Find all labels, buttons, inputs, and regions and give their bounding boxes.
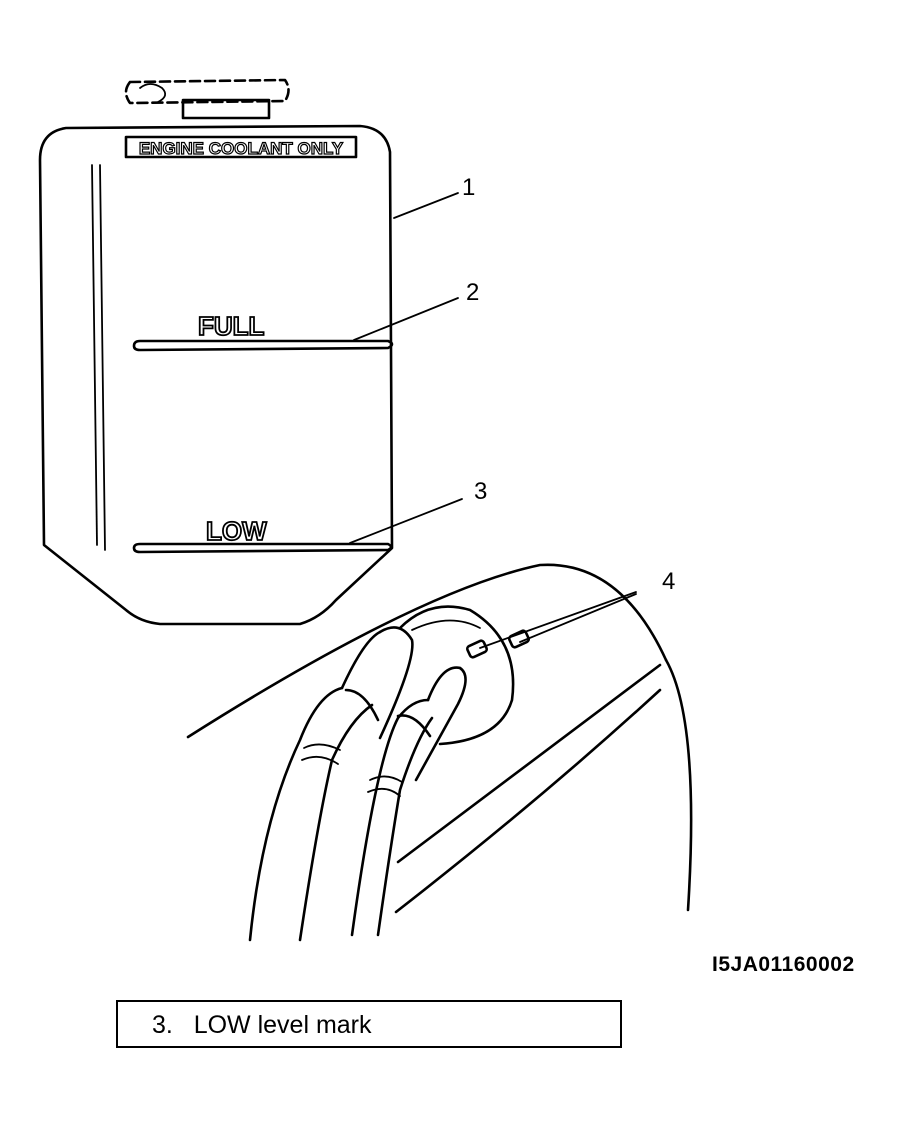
tank-label: ENGINE COOLANT ONLY bbox=[139, 139, 344, 158]
svg-text:1: 1 bbox=[462, 174, 475, 201]
coolant-tank-body bbox=[38, 124, 394, 626]
legend-box: 3. LOW level mark bbox=[116, 1000, 622, 1048]
legend-item: 3. LOW level mark bbox=[152, 1011, 372, 1040]
low-label: LOW bbox=[206, 516, 267, 546]
full-label: FULL bbox=[198, 311, 265, 341]
callout-3: 3 bbox=[349, 478, 487, 544]
callout-2: 2 bbox=[353, 279, 479, 341]
svg-text:4: 4 bbox=[662, 568, 675, 595]
cap-alignment-marks bbox=[465, 629, 531, 659]
figure-id: I5JA01160002 bbox=[712, 953, 855, 976]
tank-label-plate: ENGINE COOLANT ONLY bbox=[124, 135, 358, 159]
tank-cap bbox=[124, 78, 290, 120]
legend-description: LOW level mark bbox=[193, 1011, 372, 1039]
callout-4: 4 bbox=[479, 568, 675, 649]
svg-text:3: 3 bbox=[474, 478, 487, 505]
callout-1: 1 bbox=[393, 174, 475, 219]
legend-number: 3. bbox=[152, 1011, 173, 1039]
tank-top-view bbox=[186, 563, 693, 914]
svg-text:2: 2 bbox=[466, 279, 479, 306]
low-level-mark: LOW bbox=[132, 515, 393, 554]
hand-illustration bbox=[248, 626, 467, 942]
full-level-mark: FULL bbox=[132, 310, 394, 352]
